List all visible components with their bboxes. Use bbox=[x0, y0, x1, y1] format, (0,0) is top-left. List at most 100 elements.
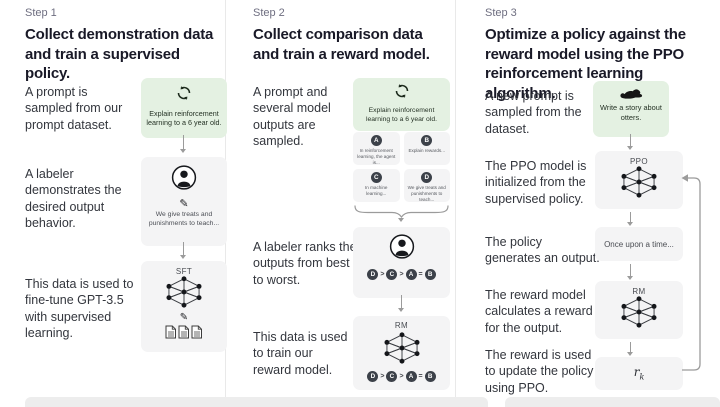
rank-badge: A bbox=[405, 371, 417, 382]
output-card-c: C In machine learning... bbox=[353, 169, 400, 202]
output-card-a: A In reinforcement learning, the agent i… bbox=[353, 132, 400, 165]
caption: The reward is used to update the policy … bbox=[485, 348, 594, 395]
ppo-model-card: PPO bbox=[595, 151, 683, 209]
prompt-card: Explain reinforcement learning to a 6 ye… bbox=[141, 78, 227, 138]
pencil-icon: ✎ bbox=[179, 197, 189, 210]
labeler-icon bbox=[389, 234, 414, 259]
neural-net-slot bbox=[379, 332, 425, 369]
output-text: We give treats and punishments to teach.… bbox=[407, 184, 446, 202]
rank-badge: D bbox=[367, 371, 379, 382]
reward-model-card: RM bbox=[595, 281, 683, 339]
otter-icon bbox=[620, 89, 643, 99]
model-label: RM bbox=[632, 287, 646, 296]
feedback-loop-arrow bbox=[681, 174, 701, 371]
labeler-icon-slot bbox=[388, 234, 416, 265]
neural-net-slot bbox=[616, 166, 662, 203]
reward-value: rk bbox=[633, 365, 645, 382]
caption: A prompt is sampled from our prompt data… bbox=[25, 85, 123, 132]
refresh-icon bbox=[395, 84, 408, 98]
rank-badge: C bbox=[386, 269, 398, 280]
caption: A new prompt is sampled from the dataset… bbox=[485, 89, 582, 136]
output-card-b: B Explain rewards... bbox=[403, 132, 450, 165]
neural-net-slot bbox=[161, 276, 207, 313]
output-text: Explain rewards... bbox=[408, 147, 445, 153]
rank-separator: > bbox=[399, 271, 404, 278]
generated-output-card: Once upon a time... bbox=[595, 227, 683, 261]
letter-badge: C bbox=[370, 172, 382, 183]
reward-value-card: rk bbox=[595, 357, 683, 390]
refresh-icon-slot bbox=[176, 85, 192, 106]
model-label: RM bbox=[394, 321, 409, 330]
caption: A labeler ranks the outputs from best to… bbox=[253, 240, 357, 287]
step3-heading: Optimize a policy against the reward mod… bbox=[485, 26, 686, 102]
neural-net-icon bbox=[621, 296, 657, 328]
caption: The PPO model is initialized from the su… bbox=[485, 159, 587, 206]
prompt-text: Write a story about otters. bbox=[600, 103, 662, 122]
step1-heading: Collect demonstration data and train a s… bbox=[25, 26, 214, 82]
rank-badge: C bbox=[386, 371, 398, 382]
reward-model-card: RM D > C > A = B bbox=[353, 316, 450, 390]
rank-separator: = bbox=[418, 373, 423, 380]
step2-label: Step 2 bbox=[253, 7, 285, 19]
caption: The policy generates an output. bbox=[485, 235, 600, 266]
rank-separator: = bbox=[418, 271, 423, 278]
prompt-card: Write a story about otters. bbox=[593, 81, 669, 137]
flow-arrow bbox=[627, 212, 633, 226]
letter-badge: A bbox=[370, 135, 382, 146]
caption: This data is used to train our reward mo… bbox=[253, 330, 348, 377]
labeler-ranking-card: D > C > A = B bbox=[353, 227, 450, 298]
labeler-icon-slot bbox=[170, 165, 198, 196]
output-text: In machine learning... bbox=[365, 184, 388, 196]
pencil-icon: ✎ bbox=[179, 312, 189, 323]
prompt-card: Explain reinforcement learning to a 6 ye… bbox=[353, 78, 450, 131]
flow-arrow bbox=[180, 135, 186, 153]
flow-arrow bbox=[180, 242, 186, 259]
document-icon bbox=[191, 325, 202, 339]
neural-net-icon bbox=[383, 332, 420, 364]
caption: This data is used to fine-tune GPT-3.5 w… bbox=[25, 277, 134, 340]
column-divider bbox=[455, 0, 456, 407]
document-icon bbox=[165, 325, 176, 339]
document-icon bbox=[178, 325, 189, 339]
documents-icon bbox=[165, 325, 203, 339]
neural-net-icon bbox=[621, 166, 657, 198]
letter-badge: D bbox=[421, 172, 433, 183]
model-label: SFT bbox=[175, 267, 193, 276]
neural-net-icon bbox=[166, 276, 202, 308]
rank-separator: > bbox=[380, 271, 385, 278]
model-outputs: A In reinforcement learning, the agent i… bbox=[353, 132, 450, 202]
rank-separator: > bbox=[380, 373, 385, 380]
prompt-text: Explain reinforcement learning to a 6 ye… bbox=[146, 109, 222, 128]
sft-model-card: SFT ✎ bbox=[141, 261, 227, 352]
next-section-edge bbox=[25, 397, 488, 407]
caption: The reward model calculates a reward for… bbox=[485, 288, 593, 335]
step3-label: Step 3 bbox=[485, 7, 517, 19]
letter-badge: B bbox=[421, 135, 433, 146]
labeler-card: ✎ We give treats and punishments to teac… bbox=[141, 157, 227, 246]
prompt-text: Explain reinforcement learning to a 6 ye… bbox=[365, 107, 438, 123]
ranking: D > C > A = B bbox=[367, 371, 436, 382]
generated-output-text: Once upon a time... bbox=[604, 239, 674, 249]
rank-badge: B bbox=[424, 371, 436, 382]
caption: A prompt and several model outputs are s… bbox=[253, 85, 331, 148]
next-section-edge bbox=[505, 397, 720, 407]
rank-badge: A bbox=[405, 269, 417, 280]
flow-arrow bbox=[398, 295, 404, 312]
ranking: D > C > A = B bbox=[367, 269, 436, 280]
flow-arrow bbox=[627, 134, 633, 150]
flow-arrow bbox=[627, 264, 633, 280]
flow-arrow bbox=[627, 342, 633, 356]
step2-heading: Collect comparison data and train a rewa… bbox=[253, 26, 430, 63]
neural-net-slot bbox=[616, 296, 662, 333]
flow-arrowhead bbox=[398, 218, 404, 222]
labeler-note: We give treats and punishments to teach.… bbox=[148, 211, 220, 227]
model-label: PPO bbox=[629, 157, 649, 166]
caption: A labeler demonstrates the desired outpu… bbox=[25, 167, 122, 230]
step1-label: Step 1 bbox=[25, 7, 57, 19]
output-text: In reinforcement learning, the agent is.… bbox=[357, 147, 396, 165]
rank-badge: D bbox=[367, 269, 379, 280]
refresh-icon bbox=[177, 86, 191, 100]
output-card-d: D We give treats and punishments to teac… bbox=[403, 169, 450, 202]
rank-badge: B bbox=[424, 269, 436, 280]
